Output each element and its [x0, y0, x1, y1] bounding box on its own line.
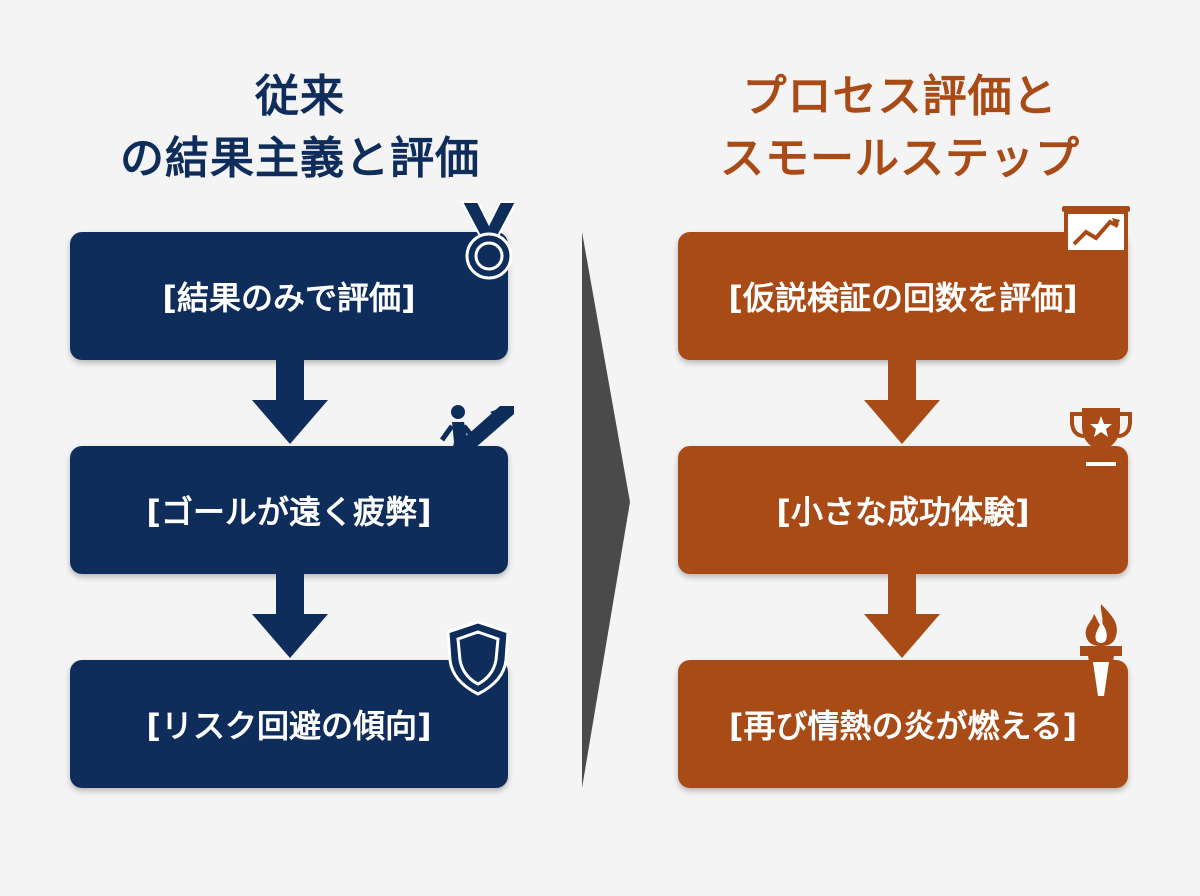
right-down-arrow-1 [864, 360, 940, 444]
medal-icon [460, 201, 518, 280]
right-step-1-label: [仮説検証の回数を評価] [728, 279, 1078, 317]
right-step-2: [小さな成功体験] [678, 446, 1128, 574]
right-title: プロセス評価と スモールステップ [640, 66, 1160, 190]
right-step-1: [仮説検証の回数を評価] [678, 232, 1128, 360]
right-title-line2: スモールステップ [720, 133, 1080, 184]
left-step-1: [結果のみで評価] [70, 232, 508, 360]
left-down-arrow-1 [252, 360, 328, 444]
torch-icon [1080, 604, 1122, 702]
left-step-3-label: [リスク回避の傾向] [146, 707, 432, 745]
left-step-3: [リスク回避の傾向] [70, 660, 508, 788]
right-title-line1: プロセス評価と [742, 71, 1058, 122]
right-step-3-label: [再び情熱の炎が燃える] [728, 707, 1078, 745]
right-step-2-label: [小さな成功体験] [776, 493, 1030, 531]
left-title-line1: 従来 [255, 71, 345, 122]
left-down-arrow-2 [252, 574, 328, 658]
left-title-line2: の結果主義と評価 [120, 133, 480, 184]
trophy-icon [1070, 408, 1132, 478]
shield-icon [446, 620, 510, 696]
left-step-2-label: [ゴールが遠く疲弊] [146, 493, 432, 531]
left-step-1-label: [結果のみで評価] [162, 279, 416, 317]
presentation-chart-icon [1062, 206, 1130, 274]
right-down-arrow-2 [864, 574, 940, 658]
right-step-3: [再び情熱の炎が燃える] [678, 660, 1128, 788]
left-title: 従来 の結果主義と評価 [40, 66, 560, 190]
climbing-person-icon [426, 405, 514, 470]
divider-chevron-icon [582, 232, 630, 788]
